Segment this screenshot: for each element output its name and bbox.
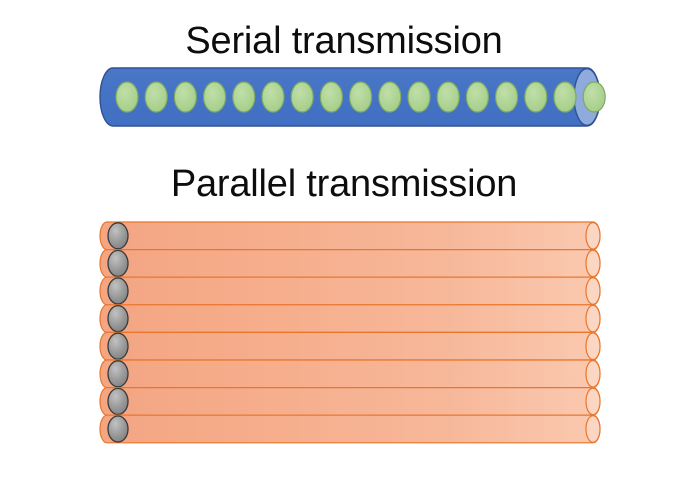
parallel-tube-end-cap	[585, 249, 601, 278]
parallel-data-packet	[107, 222, 129, 250]
parallel-tube-end-cap	[585, 415, 601, 443]
serial-data-packet	[261, 81, 285, 113]
serial-data-packet	[290, 81, 314, 113]
parallel-data-packet	[107, 304, 129, 333]
parallel-tube-end-cap	[585, 359, 601, 388]
serial-data-packet	[232, 81, 256, 113]
parallel-tube-end-cap	[585, 221, 601, 250]
serial-data-packet	[407, 81, 431, 113]
parallel-tube-body	[99, 221, 601, 251]
serial-data-packet	[144, 81, 168, 113]
serial-data-packet	[115, 81, 139, 113]
parallel-tube-end-cap	[585, 277, 601, 305]
parallel-tube-body	[99, 249, 601, 278]
parallel-tube-body	[99, 276, 601, 306]
parallel-tube-body	[99, 331, 601, 361]
serial-transmission-title: Serial transmission	[185, 20, 503, 62]
parallel-data-packet	[107, 277, 129, 305]
serial-data-packet	[582, 81, 606, 113]
parallel-data-packet	[107, 415, 129, 443]
serial-data-packet	[349, 81, 373, 113]
serial-data-packet	[495, 81, 519, 113]
parallel-tube-body	[99, 359, 601, 389]
serial-data-packet	[436, 81, 460, 113]
serial-data-packet	[465, 81, 489, 113]
serial-data-packet	[319, 81, 343, 113]
parallel-transmission-group	[99, 221, 601, 444]
serial-transmission-group	[99, 67, 606, 127]
parallel-tube-end-cap	[585, 304, 601, 333]
parallel-tube-body	[99, 304, 601, 333]
serial-data-packet	[203, 81, 227, 113]
serial-data-packet	[378, 81, 402, 113]
parallel-data-packet	[107, 332, 129, 360]
parallel-data-packet	[107, 360, 129, 388]
serial-data-packet	[173, 81, 197, 113]
parallel-tube-body	[99, 414, 601, 444]
parallel-data-packet	[107, 249, 129, 278]
parallel-tube-body	[99, 387, 601, 416]
parallel-data-packet	[107, 387, 129, 416]
parallel-tube-end-cap	[585, 332, 601, 361]
parallel-transmission-title: Parallel transmission	[170, 163, 518, 205]
serial-data-packet	[553, 81, 577, 113]
parallel-tube-end-cap	[585, 387, 601, 416]
serial-data-packet	[524, 81, 548, 113]
